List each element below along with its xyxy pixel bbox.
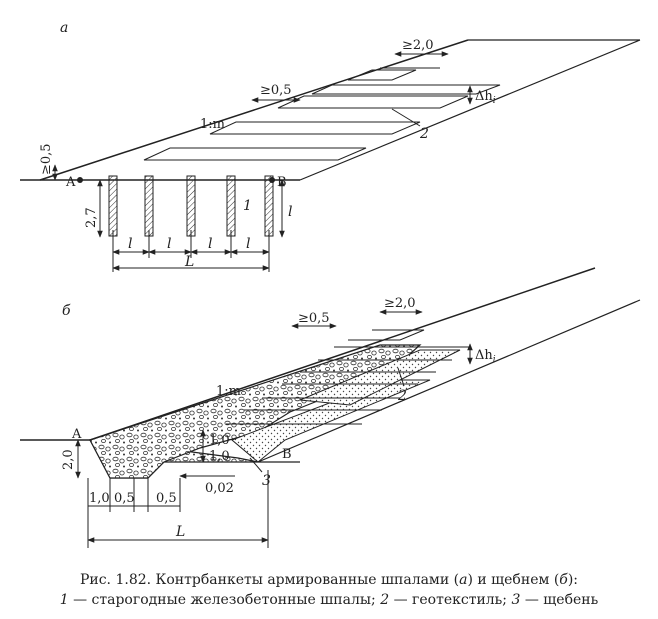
- geotextile-layers-a: [143, 67, 501, 161]
- label-a-l3: l: [208, 236, 212, 252]
- dim-b-layer1: 1,0: [209, 433, 230, 448]
- label-b-geotextile: 2: [397, 388, 407, 404]
- dim-a-depth: 2,7: [84, 207, 99, 228]
- label-b-slope: 1:m: [216, 384, 241, 399]
- diagram-a-label: а: [60, 20, 68, 36]
- dim-b-height: 2,0: [61, 449, 76, 470]
- slope-line-b: [89, 267, 596, 441]
- dim-a-min-gap: ≥0,5: [260, 83, 292, 98]
- dim-b-base1: 1,0: [89, 491, 110, 506]
- diagram-a: а ≥2,0 ≥0,5: [20, 20, 641, 272]
- label-a-geotextile: 2: [419, 126, 429, 142]
- slope-toe-line-b: [257, 299, 641, 463]
- label-a-point-a: A: [65, 175, 76, 190]
- dim-a-delta-h: Δhi: [475, 89, 496, 106]
- point-a-marker: [77, 177, 83, 183]
- label-b-point-a: A: [71, 427, 82, 442]
- dim-b-base2: 0,5: [114, 491, 135, 506]
- gravel-prism: [89, 344, 422, 479]
- dim-b-slope-value: 0,02: [205, 481, 234, 496]
- geotextile-layers-b: [226, 329, 470, 425]
- label-a-slope: 1:m: [200, 117, 225, 132]
- label-a-l1: l: [128, 236, 132, 252]
- label-a-right-l: l: [288, 204, 292, 220]
- caption-line-2: 1 — старогодные железобетонные шпалы; 2 …: [59, 592, 599, 608]
- dim-a-spacings: [112, 230, 270, 272]
- dim-a-min-width: ≥2,0: [402, 38, 434, 53]
- dim-b-layer2: 1,0: [209, 449, 230, 464]
- slope-toe-line-a: [299, 39, 641, 181]
- dim-a-height-min: ≥0,5: [39, 143, 54, 175]
- slope-line-a: [39, 39, 469, 181]
- label-b-point-b: B: [282, 447, 292, 462]
- label-a-sleeper: 1: [243, 198, 252, 214]
- dim-b-base: [87, 470, 269, 548]
- dim-b-min-gap: ≥0,5: [298, 311, 330, 326]
- point-b-marker: [269, 177, 275, 183]
- label-a-l4: l: [246, 236, 250, 252]
- diagram-b-label: б: [62, 303, 71, 319]
- label-a-l2: l: [167, 236, 171, 252]
- label-a-length: L: [184, 254, 194, 270]
- label-b-length: L: [175, 524, 185, 540]
- dim-b-delta-h: Δhi: [475, 348, 496, 365]
- dim-b-base3: 0,5: [156, 491, 177, 506]
- diagram-b: б ≥2,0 ≥0,5 Δhi: [20, 267, 641, 548]
- caption-line-1: Рис. 1.82. Контрбанкеты армированные шпа…: [79, 572, 579, 588]
- dim-b-min-width: ≥2,0: [384, 296, 416, 311]
- label-b-gravel: 3: [262, 473, 271, 489]
